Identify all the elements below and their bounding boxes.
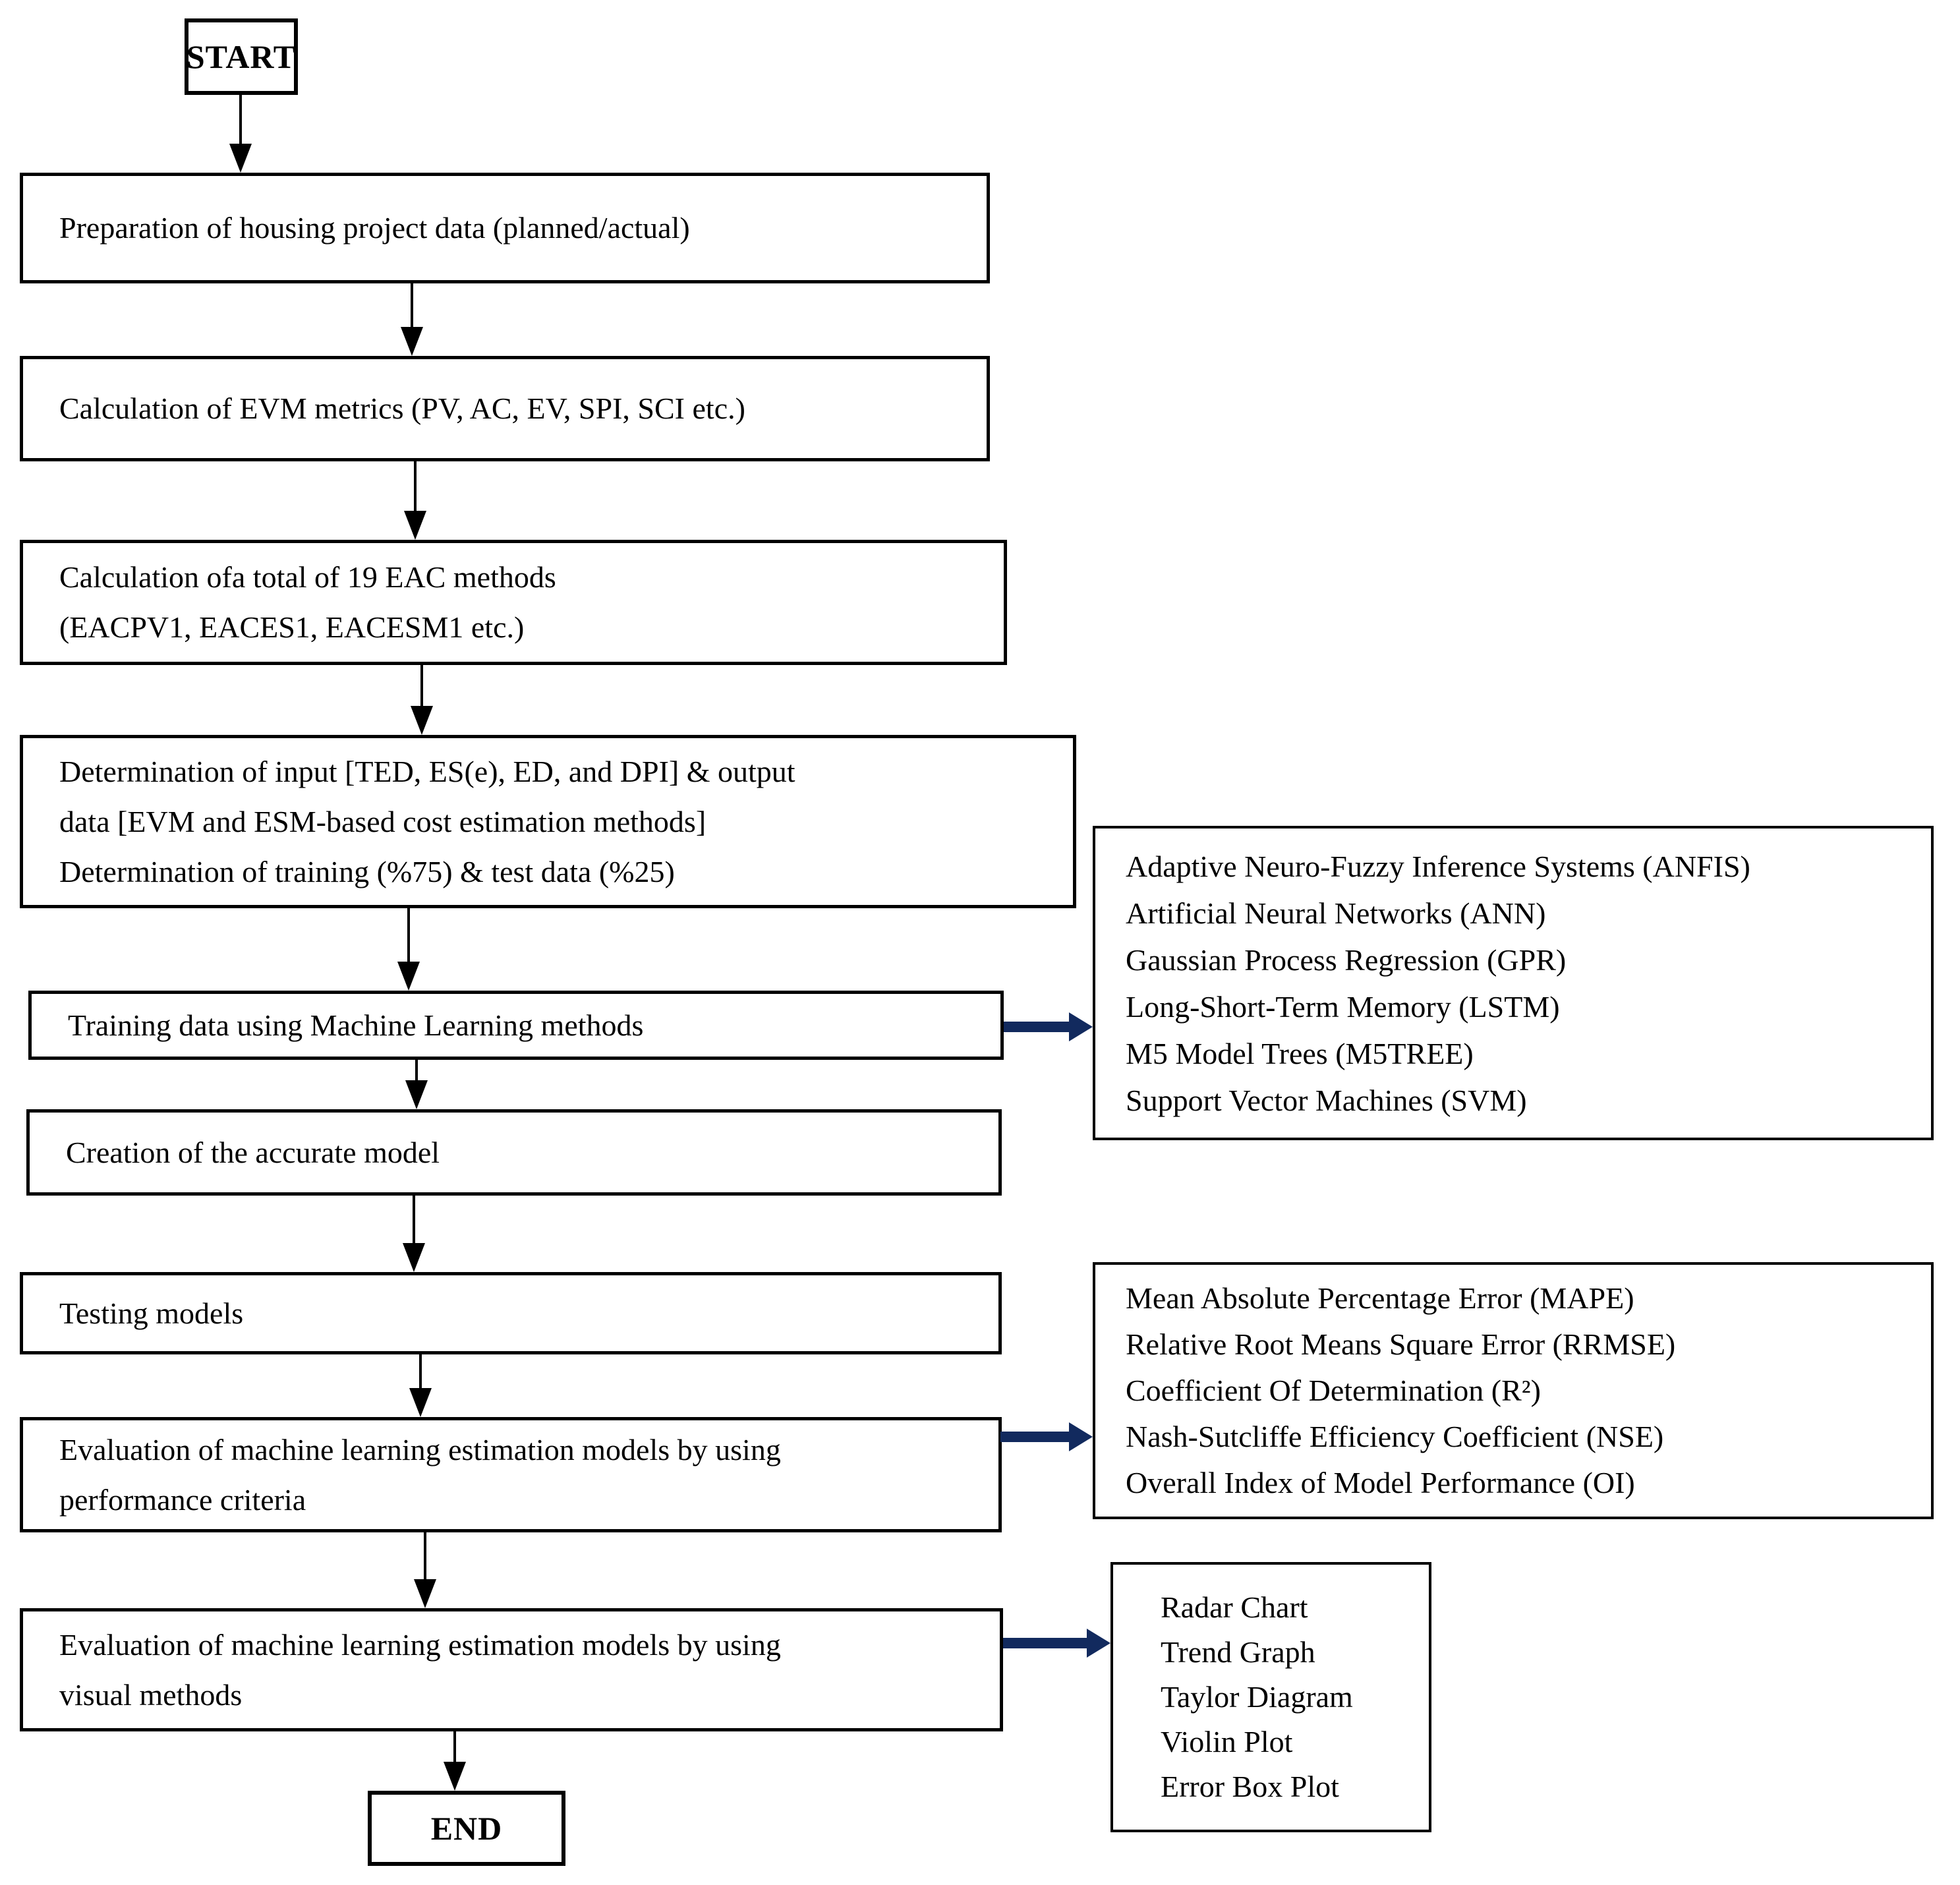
- eval-visual-line-1: Evaluation of machine learning estimatio…: [59, 1627, 781, 1662]
- visual-methods-node: Radar Chart Trend Graph Taylor Diagram V…: [1110, 1562, 1431, 1832]
- arrow-down-icon: [403, 1243, 425, 1272]
- ml-method-m5tree: M5 Model Trees (M5TREE): [1126, 1036, 1474, 1070]
- visual-violin-plot: Violin Plot: [1161, 1725, 1293, 1758]
- arrow-down-icon: [405, 1080, 428, 1109]
- ml-method-lstm: Long-Short-Term Memory (LSTM): [1126, 989, 1560, 1024]
- arrow-shaft: [239, 95, 242, 146]
- eval-performance-node: Evaluation of machine learning estimatio…: [20, 1417, 1002, 1532]
- arrow-right-icon: [1069, 1012, 1093, 1041]
- arrow-down-icon: [404, 511, 426, 540]
- arrow-det-to-train: [397, 908, 420, 991]
- eval-perf-line-1: Evaluation of machine learning estimatio…: [59, 1432, 781, 1466]
- prep-node: Preparation of housing project data (pla…: [20, 173, 990, 283]
- arrow-down-icon: [397, 962, 420, 991]
- end-node: END: [368, 1791, 565, 1866]
- creation-label: Creation of the accurate model: [66, 1135, 440, 1169]
- arrow-shaft: [415, 1060, 418, 1083]
- arrow-down-icon: [401, 327, 423, 356]
- eval-perf-line-2: performance criteria: [59, 1482, 306, 1517]
- criterion-rrmse: Relative Root Means Square Error (RRMSE): [1126, 1327, 1676, 1361]
- arrow-down-icon: [444, 1762, 466, 1791]
- testing-node: Testing models: [20, 1272, 1002, 1354]
- arrow-shaft: [420, 665, 423, 709]
- arrow-shaft: [414, 461, 417, 513]
- arrow-down-icon: [229, 144, 252, 173]
- criterion-nse: Nash-Sutcliffe Efficiency Coefficient (N…: [1126, 1420, 1664, 1453]
- eac-line-1: Calculation ofa total of 19 EAC methods: [59, 560, 556, 594]
- arrow-down-icon: [409, 1388, 432, 1417]
- arrow-right-icon: [1069, 1422, 1093, 1451]
- performance-criteria-node: Mean Absolute Percentage Error (MAPE) Re…: [1093, 1262, 1934, 1519]
- arrow-down-icon: [411, 706, 433, 735]
- criterion-r2: Coefficient Of Determination (R²): [1126, 1374, 1541, 1407]
- det-line-1: Determination of input [TED, ES(e), ED, …: [59, 754, 795, 788]
- arrow-prep-to-evm: [401, 283, 423, 356]
- blue-arrow-training-to-ml: [1004, 1012, 1093, 1041]
- arrow-testing-to-eval1: [409, 1354, 432, 1417]
- arrow-shaft: [1000, 1432, 1073, 1442]
- training-node: Training data using Machine Learning met…: [28, 991, 1004, 1060]
- eval-visual-line-2: visual methods: [59, 1677, 243, 1712]
- criterion-mape: Mean Absolute Percentage Error (MAPE): [1126, 1281, 1634, 1315]
- arrow-shaft: [453, 1731, 456, 1764]
- evm-node: Calculation of EVM metrics (PV, AC, EV, …: [20, 356, 990, 461]
- evm-label: Calculation of EVM metrics (PV, AC, EV, …: [59, 392, 745, 425]
- arrow-down-icon: [414, 1579, 436, 1608]
- blue-arrow-eval-to-visual: [1003, 1629, 1110, 1658]
- ml-methods-node: Adaptive Neuro-Fuzzy Inference Systems (…: [1093, 826, 1934, 1140]
- training-label: Training data using Machine Learning met…: [68, 1008, 644, 1042]
- arrow-shaft: [413, 1196, 415, 1246]
- arrow-eval1-to-eval2: [414, 1532, 436, 1608]
- start-label: START: [186, 38, 297, 75]
- start-node: START: [185, 18, 298, 95]
- visual-error-box-plot: Error Box Plot: [1161, 1770, 1339, 1803]
- det-line-2: data [EVM and ESM-based cost estimation …: [59, 804, 706, 838]
- arrow-shaft: [419, 1354, 422, 1391]
- arrow-eac-to-det: [411, 665, 433, 735]
- prep-label: Preparation of housing project data (pla…: [59, 211, 690, 245]
- ml-method-ann: Artificial Neural Networks (ANN): [1126, 896, 1546, 930]
- arrow-right-icon: [1087, 1629, 1110, 1658]
- arrow-shaft: [1003, 1638, 1091, 1648]
- arrow-shaft: [411, 283, 413, 330]
- arrow-eval2-to-end: [444, 1731, 466, 1791]
- arrow-shaft: [407, 908, 410, 964]
- creation-node: Creation of the accurate model: [26, 1109, 1002, 1196]
- determination-node: Determination of input [TED, ES(e), ED, …: [20, 735, 1076, 908]
- blue-arrow-eval-to-criteria: [1000, 1422, 1093, 1451]
- arrow-train-to-creation: [405, 1060, 428, 1109]
- arrow-start-to-prep: [229, 95, 252, 173]
- arrow-creation-to-testing: [403, 1196, 425, 1272]
- det-line-3: Determination of training (%75) & test d…: [59, 854, 675, 888]
- arrow-shaft: [1004, 1022, 1073, 1032]
- end-label: END: [430, 1810, 503, 1847]
- ml-method-gpr: Gaussian Process Regression (GPR): [1126, 942, 1567, 977]
- eval-visual-node: Evaluation of machine learning estimatio…: [20, 1608, 1003, 1731]
- visual-taylor-diagram: Taylor Diagram: [1161, 1680, 1353, 1714]
- ml-method-svm: Support Vector Machines (SVM): [1126, 1083, 1527, 1117]
- visual-radar-chart: Radar Chart: [1161, 1590, 1308, 1624]
- arrow-evm-to-eac: [404, 461, 426, 540]
- eac-node: Calculation ofa total of 19 EAC methods …: [20, 540, 1007, 665]
- ml-method-anfis: Adaptive Neuro-Fuzzy Inference Systems (…: [1126, 849, 1750, 883]
- arrow-shaft: [424, 1532, 426, 1582]
- visual-trend-graph: Trend Graph: [1161, 1635, 1315, 1669]
- criterion-oi: Overall Index of Model Performance (OI): [1126, 1466, 1635, 1499]
- testing-label: Testing models: [59, 1296, 244, 1330]
- eac-line-2: (EACPV1, EACES1, EACESM1 etc.): [59, 610, 525, 644]
